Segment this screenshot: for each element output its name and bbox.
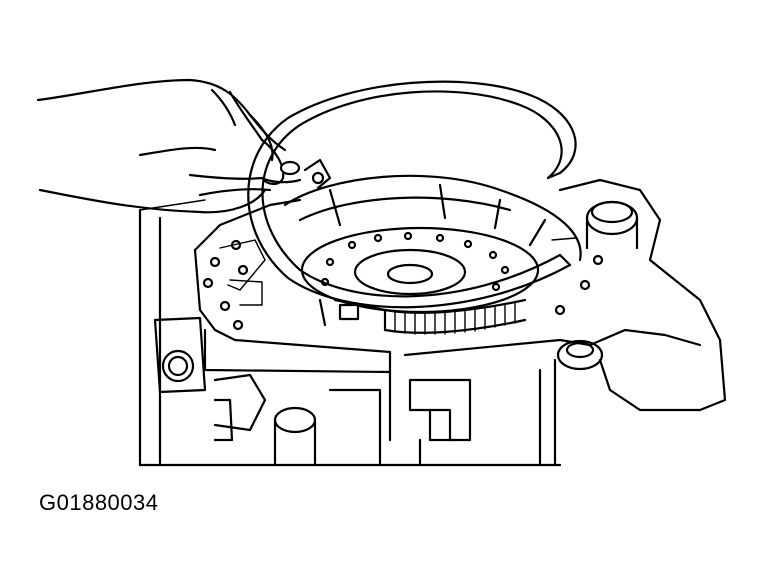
hand — [36, 78, 332, 214]
transmission-case — [138, 178, 727, 467]
clutch-drum — [283, 174, 582, 335]
figure-caption: G01880034 — [39, 490, 159, 515]
snap-ring — [247, 80, 577, 309]
